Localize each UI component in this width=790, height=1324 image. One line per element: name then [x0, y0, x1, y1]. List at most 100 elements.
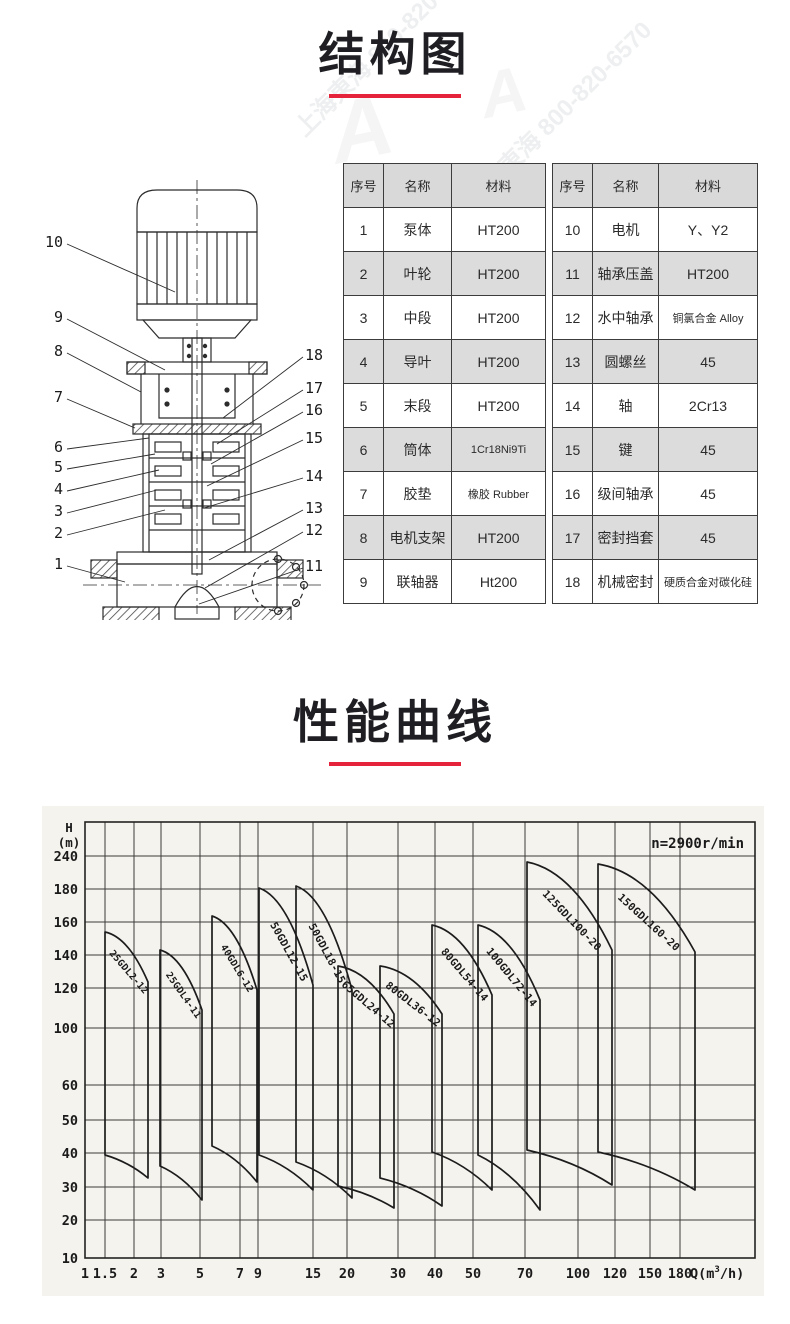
part-name-cell: 中段 [383, 295, 452, 340]
part-number-label: 9 [54, 308, 63, 326]
leader-line [203, 477, 304, 509]
col-header: 名称 [592, 163, 659, 208]
part-no-cell: 15 [552, 427, 593, 472]
y-tick-label: 240 [54, 849, 78, 865]
leader-line [222, 356, 304, 419]
part-material-cell: 橡胶 Rubber [451, 471, 546, 516]
pump-curve [431, 924, 493, 1191]
x-tick-label: 100 [566, 1266, 590, 1282]
col-header: 名称 [383, 163, 452, 208]
part-number-label: 18 [305, 346, 323, 364]
pump-base [83, 551, 321, 620]
table-header-row: 序号名称材料 [552, 163, 758, 208]
part-number-label: 3 [54, 502, 63, 520]
col-header: 序号 [552, 163, 593, 208]
x-tick-label: 40 [427, 1266, 443, 1282]
pump-curve [597, 863, 696, 1191]
part-no-cell: 11 [552, 251, 593, 296]
speed-annotation: n=2900r/min [651, 836, 744, 852]
y-axis-unit: (m) [58, 835, 81, 850]
part-no-cell: 9 [343, 559, 384, 604]
coupling-and-flange [126, 337, 268, 375]
pump-curve [295, 885, 353, 1199]
part-material-cell: HT200 [451, 339, 546, 384]
leader-line [66, 352, 142, 393]
part-name-cell: 叶轮 [383, 251, 452, 296]
x-tick-label: 30 [390, 1266, 406, 1282]
part-name-cell: 圆螺丝 [592, 339, 659, 384]
part-name-cell: 末段 [383, 383, 452, 428]
y-tick-label: 40 [62, 1146, 78, 1162]
part-no-cell: 14 [552, 383, 593, 428]
part-name-cell: 联轴器 [383, 559, 452, 604]
part-material-cell: HT200 [658, 251, 758, 296]
part-name-cell: 密封挡套 [592, 515, 659, 560]
x-tick-label: 15 [305, 1266, 321, 1282]
part-no-cell: 13 [552, 339, 593, 384]
part-material-cell: HT200 [451, 383, 546, 428]
pump-curve [477, 924, 541, 1211]
plot-frame [84, 821, 756, 1259]
table-header-row: 序号名称材料 [343, 163, 546, 208]
x-tick-label: 50 [465, 1266, 481, 1282]
part-name-cell: 轴承压盖 [592, 251, 659, 296]
pump-curve [337, 965, 395, 1209]
part-name-cell: 电机 [592, 207, 659, 252]
part-material-cell: 45 [658, 339, 758, 384]
part-no-cell: 4 [343, 339, 384, 384]
part-number-label: 15 [305, 429, 323, 447]
leader-line [66, 565, 126, 583]
leader-line [206, 439, 304, 487]
leader-line [216, 389, 304, 445]
x-tick-label: 3 [157, 1266, 165, 1282]
y-tick-label: 30 [62, 1180, 78, 1196]
part-no-cell: 5 [343, 383, 384, 428]
col-header: 材料 [451, 163, 546, 208]
pump-curve [159, 949, 203, 1201]
part-no-cell: 3 [343, 295, 384, 340]
flange-face-circle [251, 558, 305, 612]
x-tick-label: 180 [668, 1266, 692, 1282]
part-number-label: 5 [54, 458, 63, 476]
x-tick-label: 2 [130, 1266, 138, 1282]
y-tick-label: 20 [62, 1213, 78, 1229]
leader-line [66, 398, 136, 429]
x-tick-label: 150 [638, 1266, 662, 1282]
part-number-label: 16 [305, 401, 323, 419]
part-no-cell: 10 [552, 207, 593, 252]
part-number-label: 12 [305, 521, 323, 539]
leader-line [210, 411, 304, 465]
part-number-label: 14 [305, 467, 323, 485]
y-tick-label: 140 [54, 948, 78, 964]
x-tick-label: 7 [236, 1266, 244, 1282]
part-number-label: 4 [54, 480, 63, 498]
shaft [191, 337, 203, 575]
leader-line [66, 489, 158, 514]
part-name-cell: 胶垫 [383, 471, 452, 516]
leader-line [66, 453, 156, 470]
part-no-cell: 18 [552, 559, 593, 604]
pump-curve [104, 931, 149, 1179]
pump-drawing [83, 180, 321, 620]
part-material-cell: HT200 [451, 295, 546, 340]
y-tick-label: 50 [62, 1113, 78, 1129]
title-underline [329, 762, 461, 766]
part-number-label: 2 [54, 524, 63, 542]
part-no-cell: 7 [343, 471, 384, 516]
part-name-cell: 水中轴承 [592, 295, 659, 340]
part-number-label: 13 [305, 499, 323, 517]
leader-line [66, 509, 166, 536]
